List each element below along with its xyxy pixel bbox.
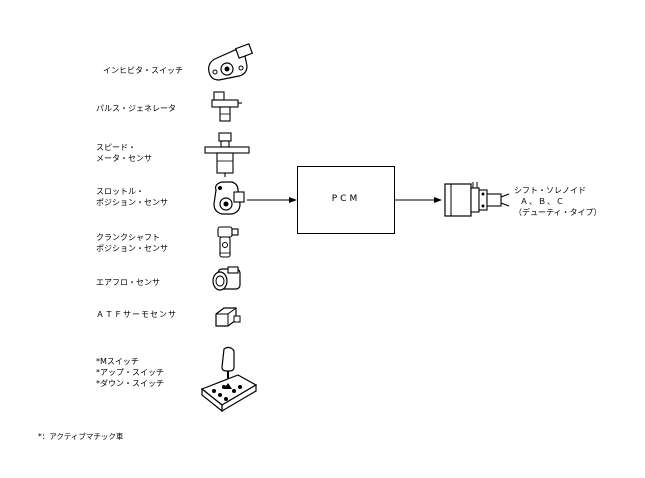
label-speedometer-sensor: スピード・ メータ・センサ xyxy=(96,143,152,163)
shift-solenoid-icon xyxy=(444,182,510,217)
speedometer-sensor-icon xyxy=(204,132,250,177)
label-crankshaft-position-sensor: クランクシャフト ポジション・センサ xyxy=(96,233,168,253)
shift-lever-icon xyxy=(200,346,258,413)
throttle-position-sensor-icon xyxy=(213,181,245,215)
airflow-sensor-icon xyxy=(212,266,241,291)
inhibitor-switch-icon xyxy=(208,43,254,81)
label-pulse-generator: パルス・ジェネレータ xyxy=(96,104,176,113)
crankshaft-position-sensor-icon xyxy=(217,226,239,258)
label-airflow-sensor: エアフロ・センサ xyxy=(96,278,160,287)
label-atf-thermo-sensor: ＡＴＦサーモセンサ xyxy=(96,310,177,319)
pulse-generator-icon xyxy=(211,91,242,122)
label-inhibitor-switch: インヒビタ・スイッチ xyxy=(103,66,183,75)
label-shift-solenoid: シフト・ソレノイド Ａ、Ｂ、Ｃ （デューティ・タイプ） xyxy=(514,186,602,217)
pcm-label: PCM xyxy=(331,194,361,204)
label-shift-switches: *Mスイッチ *アップ・スイッチ *ダウン・スイッチ xyxy=(96,357,164,388)
label-throttle-position-sensor: スロットル・ ポジション・センサ xyxy=(96,187,168,207)
atf-thermo-sensor-icon xyxy=(215,307,241,327)
pcm-block: PCM xyxy=(297,166,395,234)
footnote: *：アクティブマチック車 xyxy=(38,432,124,441)
